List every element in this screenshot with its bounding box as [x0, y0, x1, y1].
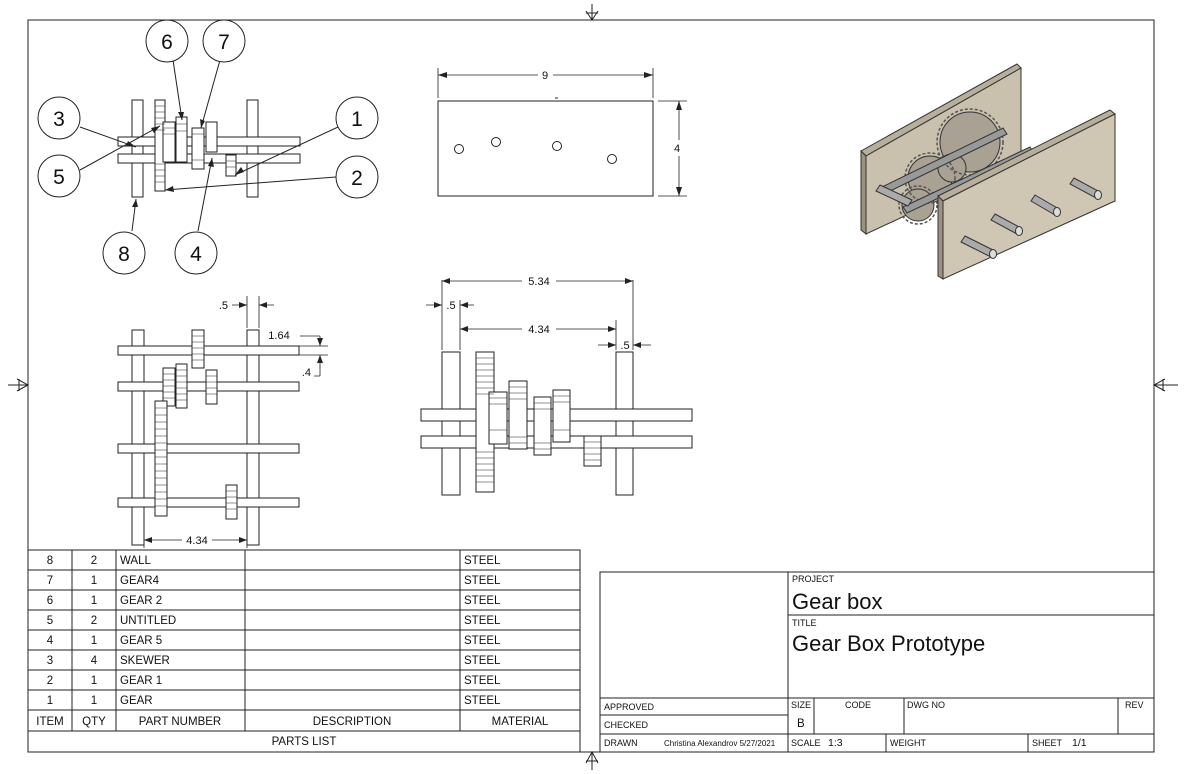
right-view — [420, 351, 693, 496]
dim-front-164: 1.64 — [268, 330, 289, 342]
size-value: B — [797, 718, 805, 730]
parts-list-item: 8 — [47, 555, 53, 567]
dim-wall-height: 4 — [674, 143, 680, 155]
centering-marks — [8, 4, 1178, 770]
front-view-teeth — [155, 335, 237, 510]
balloon-leaders — [79, 59, 339, 232]
parts-list-part-number: GEAR4 — [120, 575, 160, 587]
parts-list-material: STEEL — [464, 595, 501, 607]
parts-list-item: 7 — [47, 575, 53, 587]
parts-list-part-number: GEAR 2 — [120, 595, 162, 607]
wall-side-view — [437, 97, 654, 197]
isometric-view — [860, 63, 1116, 280]
parts-list-qty: 2 — [91, 615, 97, 627]
top-view-gear-teeth — [155, 105, 236, 183]
parts-list-part-number: GEAR 1 — [120, 675, 162, 687]
drawing-title: Gear Box Prototype — [792, 631, 985, 656]
parts-list-item: 2 — [47, 675, 53, 687]
right-view-dimensions — [426, 280, 651, 350]
project-label: PROJECT — [792, 574, 835, 584]
code-label: CODE — [845, 700, 871, 710]
parts-list-material: STEEL — [464, 615, 501, 627]
top-view — [117, 99, 301, 198]
parts-list-material: STEEL — [464, 695, 501, 707]
parts-list-material: STEEL — [464, 635, 501, 647]
parts-list-item: 4 — [47, 635, 54, 647]
sheet-border — [27, 19, 1155, 753]
parts-list-qty: 1 — [91, 635, 97, 647]
parts-list-item: 6 — [47, 595, 53, 607]
parts-list-header-qty: QTY — [82, 716, 106, 728]
dim-front-4: .4 — [302, 367, 311, 379]
front-view — [117, 329, 300, 546]
weight-label: WEIGHT — [890, 738, 926, 748]
parts-list-part-number: UNTITLED — [120, 615, 176, 627]
dwg-no-label: DWG NO — [907, 700, 945, 710]
parts-list-header-material: MATERIAL — [492, 716, 549, 728]
balloons — [37, 19, 379, 275]
parts-list-qty: 1 — [91, 595, 97, 607]
scale-label: SCALE — [791, 738, 821, 748]
title-label: TITLE — [792, 618, 817, 628]
dim-wall-width: 9 — [542, 70, 548, 82]
parts-list-part-number: GEAR 5 — [120, 635, 162, 647]
rev-label: REV — [1125, 700, 1144, 710]
dim-right-534: 5.34 — [528, 276, 549, 288]
front-view-arrows — [144, 302, 323, 543]
checked-label: CHECKED — [604, 720, 649, 730]
balloon-1: 1 — [351, 108, 363, 131]
parts-list-qty: 1 — [91, 675, 97, 687]
balloon-5: 5 — [53, 166, 65, 189]
parts-list-item: 5 — [47, 615, 53, 627]
balloon-7: 7 — [218, 31, 230, 54]
approved-label: APPROVED — [604, 702, 655, 712]
sheet-value: 1/1 — [1072, 737, 1087, 749]
parts-list-part-number: SKEWER — [120, 655, 170, 667]
balloon-4: 4 — [190, 243, 202, 266]
title-block: PROJECT Gear box TITLE Gear Box Prototyp… — [599, 571, 1155, 753]
parts-list-header-part: PART NUMBER — [139, 716, 221, 728]
dim-front-half: .5 — [219, 300, 228, 312]
parts-list-material: STEEL — [464, 675, 501, 687]
parts-list-item: 3 — [47, 655, 53, 667]
sheet-label: SHEET — [1032, 738, 1063, 748]
parts-list-qty: 1 — [91, 695, 97, 707]
parts-list-part-number: GEAR — [120, 695, 153, 707]
project-name: Gear box — [792, 589, 883, 614]
right-view-arrows — [434, 278, 641, 348]
parts-list-qty: 1 — [91, 575, 97, 587]
parts-list-qty: 2 — [91, 555, 97, 567]
parts-list-material: STEEL — [464, 555, 501, 567]
drawn-by: Christina Alexandrov 5/27/2021 — [664, 739, 776, 748]
parts-list-part-number: WALL — [120, 555, 151, 567]
wall-dimension-arrows — [438, 72, 682, 196]
size-label: SIZE — [791, 700, 811, 710]
dim-right-half-right: .5 — [620, 340, 629, 352]
scale-value: 1:3 — [828, 737, 843, 749]
dim-right-half-left: .5 — [446, 300, 455, 312]
parts-list-material: STEEL — [464, 655, 501, 667]
parts-list-header-desc: DESCRIPTION — [313, 716, 392, 728]
dim-front-434: 4.34 — [186, 535, 207, 547]
parts-list-qty: 4 — [91, 655, 98, 667]
dim-right-434: 4.34 — [528, 324, 549, 336]
balloon-arrowheads — [126, 112, 244, 207]
balloon-8: 8 — [118, 243, 130, 266]
parts-list-header-item: ITEM — [36, 716, 63, 728]
parts-list-caption: PARTS LIST — [272, 736, 337, 748]
drawn-label: DRAWN — [604, 738, 638, 748]
parts-list-material: STEEL — [464, 575, 501, 587]
parts-list-item: 1 — [47, 695, 53, 707]
balloon-6: 6 — [161, 31, 173, 54]
right-view-teeth — [476, 357, 601, 483]
front-view-dimensions — [143, 296, 328, 548]
balloon-2: 2 — [351, 167, 363, 190]
balloon-3: 3 — [53, 108, 65, 131]
